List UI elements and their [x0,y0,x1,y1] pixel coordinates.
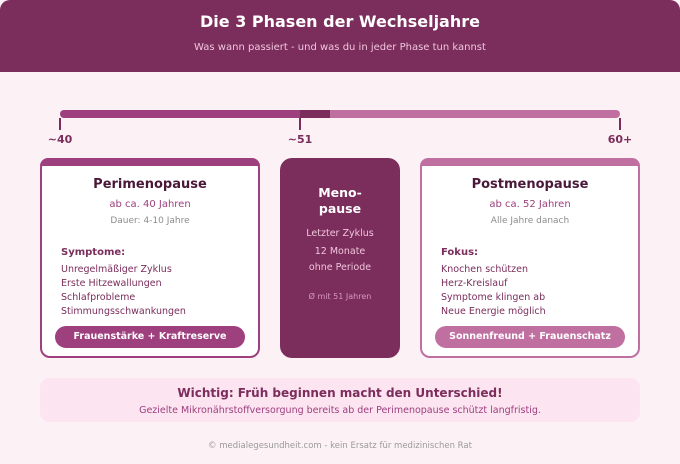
card-top-accent [420,158,640,166]
card-age: ab ca. 40 Jahren [109,199,191,210]
card-duration: Alle Jahre danach [490,216,570,226]
notice-text: Gezielte Mikronährstoffversorgung bereit… [139,405,541,416]
postmenopause-card: Postmenopause ab ca. 52 Jahren Alle Jahr… [420,158,640,358]
focus-list: Knochen schützen Herz-Kreislauf Symptome… [441,263,546,319]
card-text: 12 Monate [314,246,366,257]
card-title-line: Meno- [318,185,362,200]
header-banner: Die 3 Phasen der Wechseljahre Was wann p… [0,0,680,72]
list-item: Neue Energie möglich [441,306,546,317]
card-title: Perimenopause [93,177,207,192]
footer-disclaimer: © medialegesundheit.com - kein Ersatz fü… [208,441,472,451]
timeline-tick-60 [619,118,621,130]
product-button[interactable]: Sonnenfreund + Frauenschatz [435,326,625,348]
card-age: ab ca. 52 Jahren [489,199,571,210]
perimenopause-card: Perimenopause ab ca. 40 Jahren Dauer: 4-… [40,158,260,358]
card-title-line: pause [318,201,362,216]
card-list-heading: Fokus: [441,247,479,258]
list-item: Schlafprobleme [61,292,136,303]
product-button[interactable]: Frauenstärke + Kraftreserve [55,326,245,348]
card-note: Ø mit 51 Jahren [308,292,372,301]
timeline-segment-perimenopause [60,110,300,118]
list-item: Erste Hitzewallungen [61,278,162,289]
timeline-label-60: 60+ [607,133,633,146]
card-text: Letzter Zyklus [306,228,374,239]
timeline-tick-40 [59,118,61,130]
list-item: Unregelmäßiger Zyklus [61,264,172,275]
page-title: Die 3 Phasen der Wechseljahre [200,12,480,31]
list-item: Symptome klingen ab [441,292,546,303]
card-text: ohne Periode [308,262,372,273]
list-item: Stimmungsschwankungen [61,306,186,317]
notice-box: Wichtig: Früh beginnen macht den Untersc… [40,378,640,422]
card-title: Meno- pause [280,185,400,217]
timeline-segment-menopause [300,110,330,118]
card-list-heading: Symptome: [61,247,126,258]
timeline-label-51: ~51 [287,133,313,146]
card-title: Postmenopause [471,177,589,192]
notice-title: Wichtig: Früh beginnen macht den Untersc… [177,386,503,400]
menopause-card: Meno- pause Letzter Zyklus 12 Monate ohn… [280,158,400,358]
symptom-list: Unregelmäßiger Zyklus Erste Hitzewallung… [61,263,186,319]
list-item: Knochen schützen [441,264,528,275]
card-duration: Dauer: 4-10 Jahre [110,216,190,226]
timeline-tick-51 [299,118,301,130]
timeline-segment-postmenopause [330,110,620,118]
list-item: Herz-Kreislauf [441,278,508,289]
timeline-label-40: ~40 [47,133,73,146]
page-subtitle: Was wann passiert - und was du in jeder … [194,42,486,53]
card-top-accent [40,158,260,166]
